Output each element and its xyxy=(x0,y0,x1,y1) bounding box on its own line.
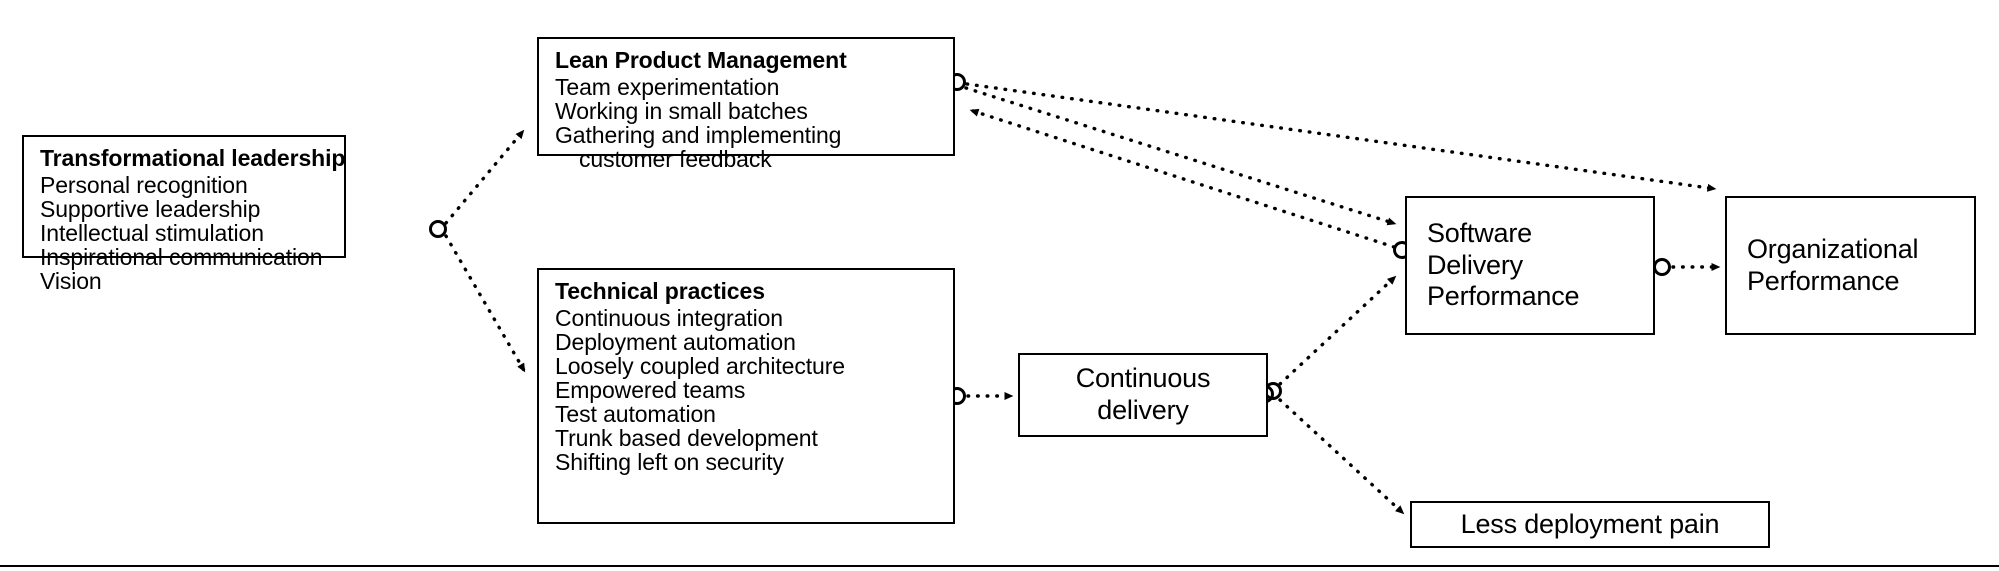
node-title: Lean Product Management xyxy=(555,47,847,73)
node-continuous-delivery[interactable]: Continuous delivery xyxy=(1018,353,1268,437)
node-label-line: delivery xyxy=(1097,395,1189,425)
node-item: customer feedback xyxy=(579,146,772,172)
bottom-divider xyxy=(0,565,1999,567)
edge-software-delivery-to-lean xyxy=(968,108,1411,259)
node-transformational-leadership[interactable]: Transformational leadership Personal rec… xyxy=(22,135,346,293)
edge-leadership-to-lean xyxy=(429,128,526,238)
node-item: Test automation xyxy=(555,401,716,427)
node-item: Empowered teams xyxy=(555,377,746,403)
node-label: Continuous delivery xyxy=(1076,363,1211,427)
node-title: Transformational leadership xyxy=(40,145,346,171)
node-item: Inspirational communication xyxy=(40,244,323,270)
edge-continuous-delivery-to-software-delivery xyxy=(1256,274,1398,403)
node-technical-practices[interactable]: Technical practices Continuous integrati… xyxy=(537,268,955,524)
node-item: Working in small batches xyxy=(555,98,808,124)
node-label-line: Continuous xyxy=(1075,363,1211,394)
node-item: Loosely coupled architecture xyxy=(555,353,845,379)
node-label: Less deployment pain xyxy=(1460,508,1720,539)
edge-lean-to-software-delivery xyxy=(964,86,1398,226)
node-item: Supportive leadership xyxy=(40,196,261,222)
node-item: Gathering and implementing xyxy=(555,122,842,148)
node-label-line: Organizational xyxy=(1747,233,1919,264)
node-item: Continuous integration xyxy=(555,305,783,331)
edge-continuous-delivery-to-less-pain xyxy=(1278,398,1406,516)
node-item: Personal recognition xyxy=(40,172,248,198)
node-label-line: Performance xyxy=(1427,281,1580,312)
node-item: Vision xyxy=(40,268,102,294)
node-item: Deployment automation xyxy=(555,329,796,355)
node-item: Team experimentation xyxy=(555,74,780,100)
edge-software-delivery-to-organizational xyxy=(1653,258,1722,276)
node-label-line: Software xyxy=(1427,217,1532,248)
node-organizational-performance[interactable]: Organizational Performance xyxy=(1725,196,1976,335)
edge-technical-to-continuous-delivery xyxy=(948,387,1015,405)
node-less-deployment-pain[interactable]: Less deployment pain xyxy=(1410,501,1770,548)
node-label: Software Delivery Performance xyxy=(1427,217,1580,314)
node-title: Technical practices xyxy=(555,278,765,304)
node-item: Intellectual stimulation xyxy=(40,220,264,246)
node-item: Shifting left on security xyxy=(555,449,784,475)
node-label-line: Performance xyxy=(1747,265,1900,296)
node-label-line: Delivery xyxy=(1427,249,1523,280)
node-lean-product-management[interactable]: Lean Product Management Team experimenta… xyxy=(537,37,955,171)
node-software-delivery-performance[interactable]: Software Delivery Performance xyxy=(1405,196,1655,335)
node-item: Trunk based development xyxy=(555,425,818,451)
edge-lean-to-organizational xyxy=(948,73,1718,192)
node-label: Organizational Performance xyxy=(1747,233,1919,298)
edge-leadership-to-technical xyxy=(444,234,527,374)
